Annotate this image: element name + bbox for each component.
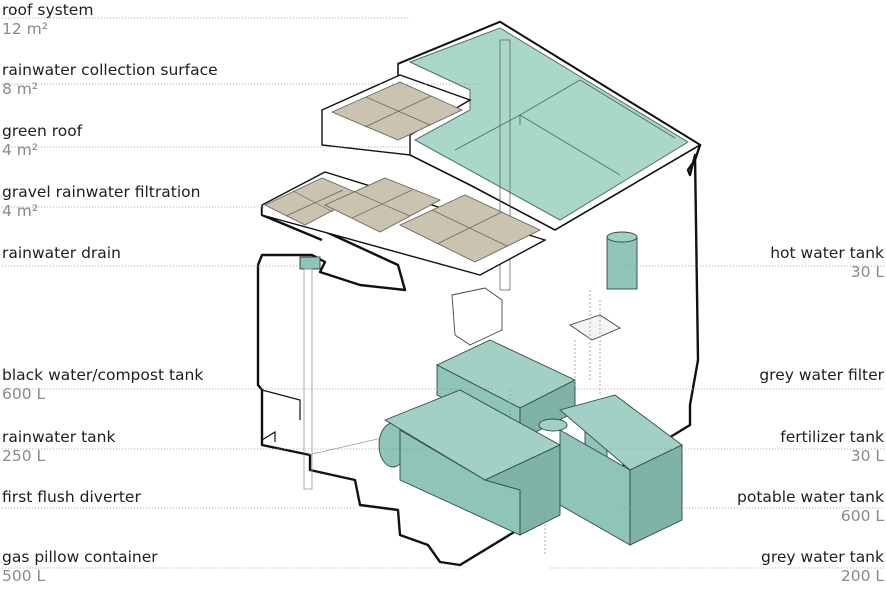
gravel-panel-upper-grid: [364, 95, 432, 128]
potable-tank-side: [629, 444, 683, 546]
label-gas-pillow-container: gas pillow container 500 L: [2, 548, 158, 585]
gravel-panel-b: [323, 177, 442, 233]
label-roof-system: roof system 12 m²: [2, 1, 94, 38]
toilet: [451, 287, 503, 346]
label-grey-water-tank: grey water tank 200 L: [761, 548, 884, 585]
hot-water-tank-body: [606, 236, 638, 290]
label-fertilizer-tank: fertilizer tank 30 L: [780, 428, 884, 465]
label-rainwater-drain: rainwater drain: [2, 244, 121, 262]
label-gravel-rainwater-filtration: gravel rainwater filtration 4 m²: [2, 183, 201, 220]
label-rainwater-collection-surface: rainwater collection surface 8 m²: [2, 61, 218, 98]
left-frame: [261, 389, 311, 456]
green-roof-surface: [408, 27, 689, 221]
label-rainwater-tank: rainwater tank 250 L: [2, 428, 116, 465]
rainwater-drain-box: [299, 256, 321, 270]
sink: [568, 314, 621, 341]
leader-lines-left: [2, 17, 492, 569]
label-potable-water-tank: potable water tank 600 L: [737, 488, 884, 525]
building-outline: [256, 20, 702, 567]
pipes: [509, 290, 601, 555]
label-first-flush-diverter: first flush diverter: [2, 488, 141, 506]
leader-lines-right: [550, 265, 884, 569]
label-black-water-compost-tank: black water/compost tank 600 L: [2, 366, 204, 403]
downpipe: [303, 268, 313, 490]
label-green-roof: green roof 4 m²: [2, 122, 83, 159]
label-hot-water-tank: hot water tank 30 L: [770, 244, 884, 281]
label-grey-water-filter: grey water filter: [759, 366, 884, 384]
green-roof-panel-lines: [454, 79, 676, 176]
grey-water-filter-cyl: [538, 418, 568, 432]
gravel-panel-grid: [285, 189, 508, 247]
hot-water-tank-lid: [606, 231, 638, 243]
vent-pipe: [499, 39, 511, 291]
